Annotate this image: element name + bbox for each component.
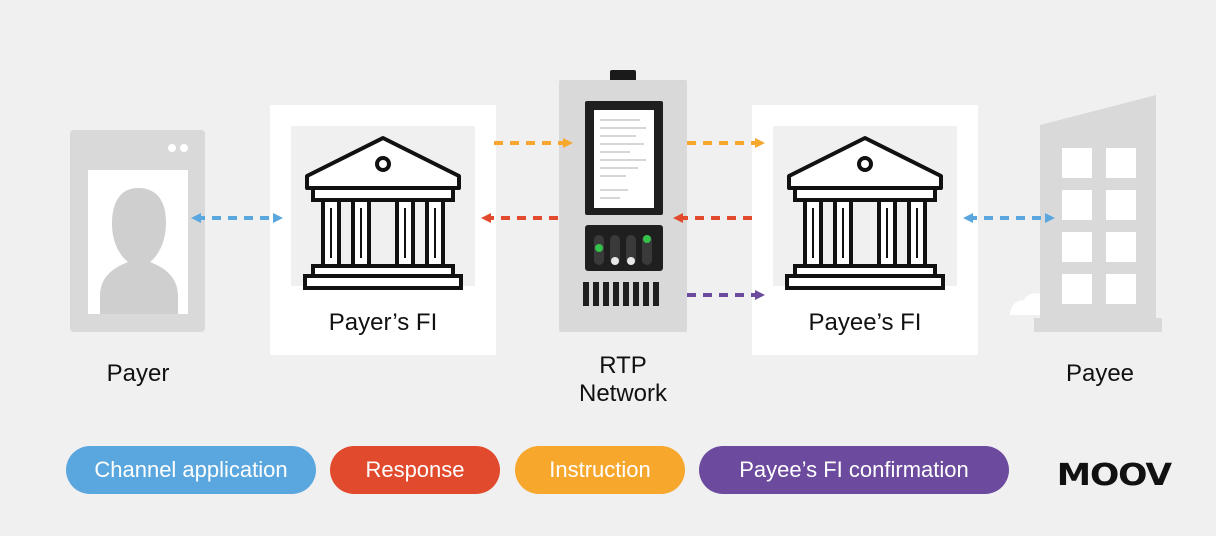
payers-fi-label: Payer’s FI <box>328 309 438 336</box>
payee-building-icon <box>1010 95 1162 332</box>
legend-response: Response <box>330 446 500 494</box>
moov-logo: MOOV <box>1056 458 1172 493</box>
payee-label: Payee <box>1065 360 1135 387</box>
payees-fi-label: Payee’s FI <box>808 309 922 336</box>
rtp-network-label-line1: RTP <box>599 352 647 379</box>
payer-phone-icon <box>70 130 205 332</box>
legend-payees-fi-confirmation: Payee’s FI confirmation <box>699 446 1009 494</box>
payees-fi-card <box>752 105 978 355</box>
rtp-network-label-line2: Network <box>578 380 668 407</box>
legend-channel-application: Channel application <box>66 446 316 494</box>
payers-fi-card <box>270 105 496 355</box>
payer-label: Payer <box>106 360 170 387</box>
legend-instruction: Instruction <box>515 446 685 494</box>
rtp-network-server-icon <box>559 70 687 332</box>
